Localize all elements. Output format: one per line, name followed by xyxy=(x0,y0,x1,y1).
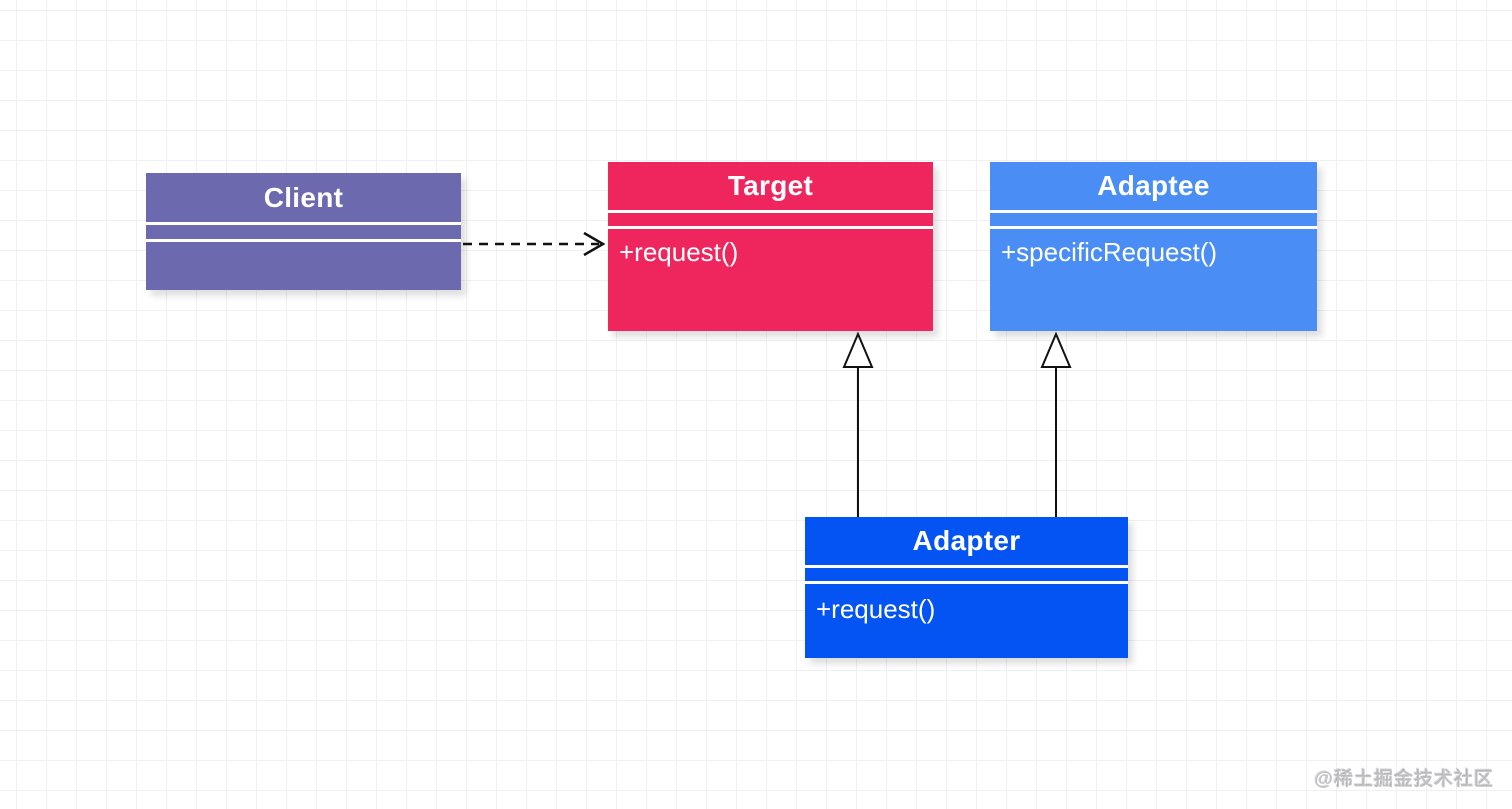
class-methods: +specificRequest() xyxy=(990,229,1317,331)
class-attributes xyxy=(990,213,1317,226)
generalization-arrow-adapter-to-target xyxy=(842,331,874,517)
class-title: Adapter xyxy=(805,517,1128,565)
class-methods: +request() xyxy=(608,229,933,331)
watermark: @稀土掘金技术社区 xyxy=(1314,769,1494,790)
hollow-triangle-icon xyxy=(842,331,874,368)
class-methods: +request() xyxy=(805,584,1128,658)
open-arrowhead-icon xyxy=(583,231,606,257)
class-title: Adaptee xyxy=(990,162,1317,210)
class-methods xyxy=(146,242,461,290)
class-title: Target xyxy=(608,162,933,210)
class-attributes xyxy=(146,225,461,239)
class-attributes xyxy=(608,213,933,226)
class-box-adaptee: Adaptee +specificRequest() xyxy=(990,162,1317,331)
class-box-target: Target +request() xyxy=(608,162,933,331)
class-box-adapter: Adapter +request() xyxy=(805,517,1128,658)
generalization-arrow-adapter-to-adaptee xyxy=(1040,331,1072,517)
hollow-triangle-icon xyxy=(1040,331,1072,368)
class-box-client: Client xyxy=(146,173,461,290)
class-attributes xyxy=(805,568,1128,581)
class-title: Client xyxy=(146,173,461,222)
dependency-arrow-client-to-target xyxy=(463,231,606,257)
